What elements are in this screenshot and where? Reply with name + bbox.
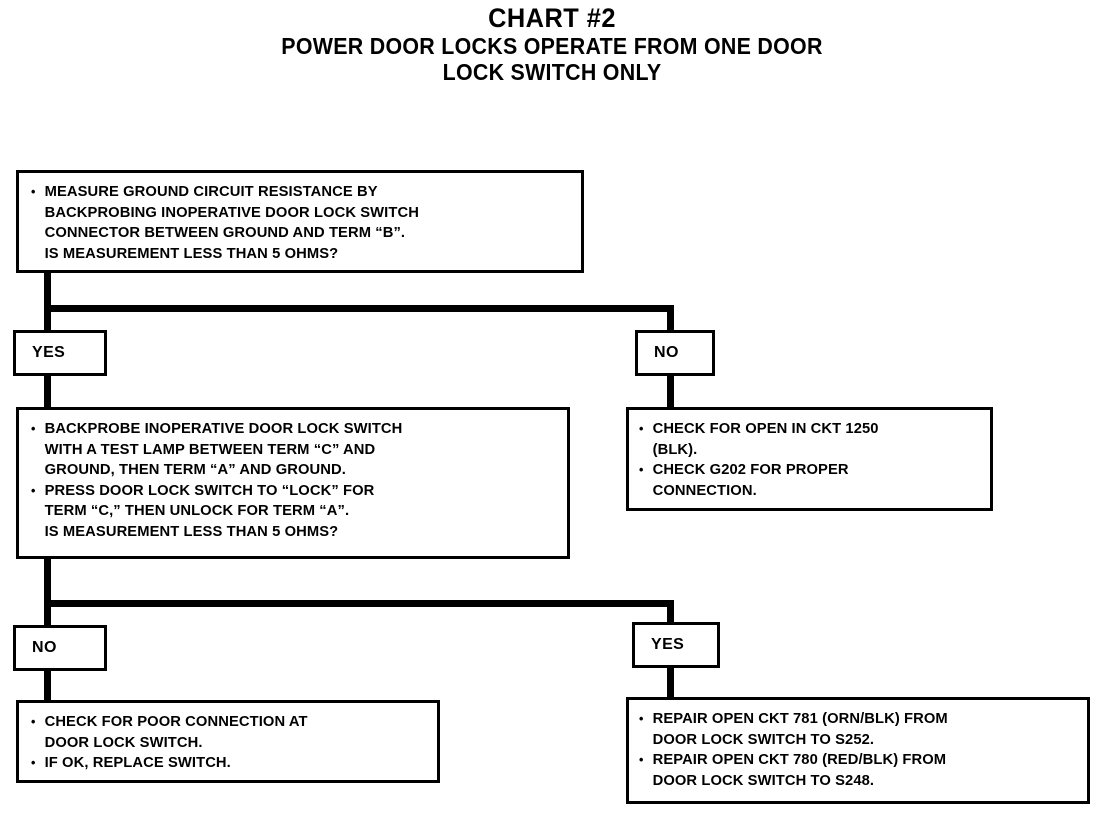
step2-box: BACKPROBE INOPERATIVE DOOR LOCK SWITCH W… <box>16 407 570 559</box>
connector-to-no-1 <box>667 305 674 333</box>
decision2-no-label: NO <box>32 639 57 656</box>
connector-to-yes-1 <box>44 305 51 333</box>
action-no1-text: CHECK FOR OPEN IN CKT 1250 (BLK). CHECK … <box>639 419 972 501</box>
connector-step2-down <box>44 556 51 618</box>
decision2-yes-box[interactable]: YES <box>632 622 720 668</box>
connector-no1-to-action <box>667 374 674 410</box>
connector-split-bar-2 <box>44 600 674 607</box>
page-title: CHART #2 POWER DOOR LOCKS OPERATE FROM O… <box>0 3 1104 86</box>
title-line-2: POWER DOOR LOCKS OPERATE FROM ONE DOOR <box>281 33 823 59</box>
step2-line-1: BACKPROBE INOPERATIVE DOOR LOCK SWITCH <box>44 420 403 437</box>
step1-line-1: MEASURE GROUND CIRCUIT RESISTANCE BY <box>44 183 378 200</box>
step2-line-5: TERM “C,” THEN UNLOCK FOR TERM “A”. <box>44 502 350 519</box>
action-no1-line-2: (BLK). <box>652 440 698 458</box>
connector-yes2-to-action <box>667 666 674 698</box>
action-yes2-line-3: REPAIR OPEN CKT 780 (RED/BLK) FROM <box>652 751 947 768</box>
step2-line-6: IS MEASUREMENT LESS THAN 5 OHMS? <box>44 522 339 540</box>
action-no1-line-1: CHECK FOR OPEN IN CKT 1250 <box>652 420 879 437</box>
connector-yes1-to-step2 <box>44 374 51 410</box>
step1-line-3: CONNECTOR BETWEEN GROUND AND TERM “B”. <box>44 224 406 241</box>
action-yes2-line-4: DOOR LOCK SWITCH TO S248. <box>652 771 875 789</box>
connector-no2-to-action <box>44 669 51 703</box>
decision1-yes-label: YES <box>32 344 66 361</box>
action-yes2-line-2: DOOR LOCK SWITCH TO S252. <box>652 730 875 748</box>
action-no2-text: CHECK FOR POOR CONNECTION AT DOOR LOCK S… <box>31 712 417 774</box>
action-no2-line-3: IF OK, REPLACE SWITCH. <box>44 754 231 771</box>
decision2-yes-label: YES <box>651 636 685 653</box>
action-no2-box: CHECK FOR POOR CONNECTION AT DOOR LOCK S… <box>16 700 440 783</box>
action-yes2-line-1: REPAIR OPEN CKT 781 (ORN/BLK) FROM <box>652 710 948 727</box>
step1-line-2: BACKPROBING INOPERATIVE DOOR LOCK SWITCH <box>44 203 419 221</box>
connector-to-no-2 <box>44 600 51 628</box>
step2-line-2: WITH A TEST LAMP BETWEEN TERM “C” AND <box>44 440 376 458</box>
decision1-no-box[interactable]: NO <box>635 330 715 376</box>
title-line-1: CHART #2 <box>488 3 616 33</box>
title-line-3: LOCK SWITCH ONLY <box>442 59 662 85</box>
connector-to-yes-2 <box>667 600 674 628</box>
action-no2-line-2: DOOR LOCK SWITCH. <box>44 733 203 751</box>
step2-text: BACKPROBE INOPERATIVE DOOR LOCK SWITCH W… <box>31 419 541 542</box>
action-no1-line-3: CHECK G202 FOR PROPER <box>652 461 849 478</box>
connector-step1-down <box>44 270 51 312</box>
step1-line-4: IS MEASUREMENT LESS THAN 5 OHMS? <box>44 244 339 262</box>
decision1-no-label: NO <box>654 344 679 361</box>
step2-line-3: GROUND, THEN TERM “A” AND GROUND. <box>44 461 346 478</box>
action-no1-box: CHECK FOR OPEN IN CKT 1250 (BLK). CHECK … <box>626 407 993 511</box>
action-no2-line-1: CHECK FOR POOR CONNECTION AT <box>44 713 308 730</box>
connector-split-bar-1 <box>44 305 674 312</box>
step1-box: MEASURE GROUND CIRCUIT RESISTANCE BY BAC… <box>16 170 584 273</box>
decision2-no-box[interactable]: NO <box>13 625 107 671</box>
step1-text: MEASURE GROUND CIRCUIT RESISTANCE BY BAC… <box>31 182 555 264</box>
action-yes2-box: REPAIR OPEN CKT 781 (ORN/BLK) FROM DOOR … <box>626 697 1090 804</box>
action-no1-line-4: CONNECTION. <box>652 481 757 499</box>
step2-line-4: PRESS DOOR LOCK SWITCH TO “LOCK” FOR <box>44 481 375 499</box>
action-yes2-text: REPAIR OPEN CKT 781 (ORN/BLK) FROM DOOR … <box>639 709 1066 791</box>
decision1-yes-box[interactable]: YES <box>13 330 107 376</box>
